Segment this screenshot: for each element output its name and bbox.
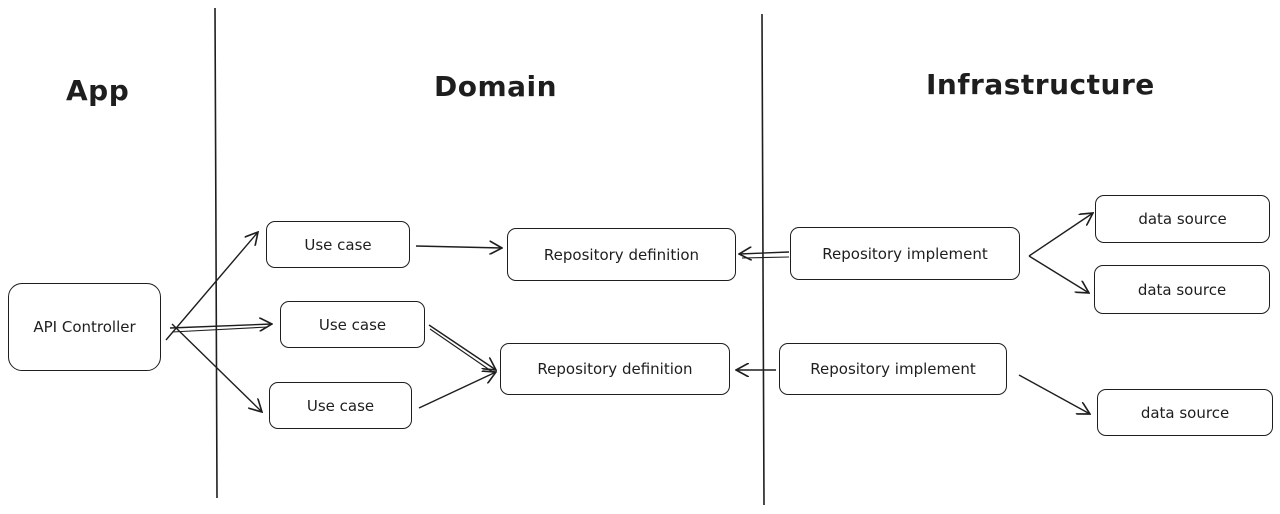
use-case-node-3: Use case <box>269 382 412 429</box>
use-case-node-1: Use case <box>266 221 410 268</box>
layer-heading-domain: Domain <box>434 70 558 103</box>
use-case-node-2: Use case <box>280 301 425 348</box>
repository-definition-node-1: Repository definition <box>507 228 736 281</box>
arrow-repository-implement-1-to-data-source-2 <box>1028 255 1089 293</box>
arrow-use-case-1-to-repository-definition-1 <box>415 246 502 248</box>
arrow-controller-to-use-case-2-stroke <box>171 326 269 333</box>
repository-definition-node-2: Repository definition <box>500 343 730 395</box>
arrow-controller-to-use-case-1 <box>165 232 258 341</box>
layer-heading-infrastructure: Infrastructure <box>926 68 1155 101</box>
arrow-controller-to-use-case-2 <box>169 324 272 328</box>
api-controller-node: API Controller <box>8 283 161 371</box>
arrow-use-case-3-to-repository-definition-2 <box>418 372 496 409</box>
data-source-node-2: data source <box>1094 265 1270 314</box>
arrow-use-case-2-to-repository-definition-2-stroke <box>429 328 495 374</box>
repository-implement-node-1: Repository implement <box>790 227 1020 280</box>
arrow-use-case-2-to-repository-definition-2 <box>428 324 496 370</box>
data-source-node-3: data source <box>1097 389 1273 436</box>
data-source-node-1: data source <box>1095 195 1270 243</box>
divider-domain-infrastructure <box>761 13 765 506</box>
arrow-repository-implement-1-to-repository-definition-1-stroke <box>741 256 790 259</box>
arrow-repository-implement-1-to-repository-definition-1 <box>739 252 790 254</box>
arrow-repository-implement-1-to-data-source-1 <box>1028 213 1093 257</box>
layer-heading-app: App <box>66 74 130 107</box>
repository-implement-node-2: Repository implement <box>779 343 1007 395</box>
divider-app-domain <box>214 7 218 499</box>
arrow-repository-implement-2-to-data-source-3 <box>1018 374 1090 414</box>
arrow-controller-to-use-case-3 <box>171 323 262 412</box>
